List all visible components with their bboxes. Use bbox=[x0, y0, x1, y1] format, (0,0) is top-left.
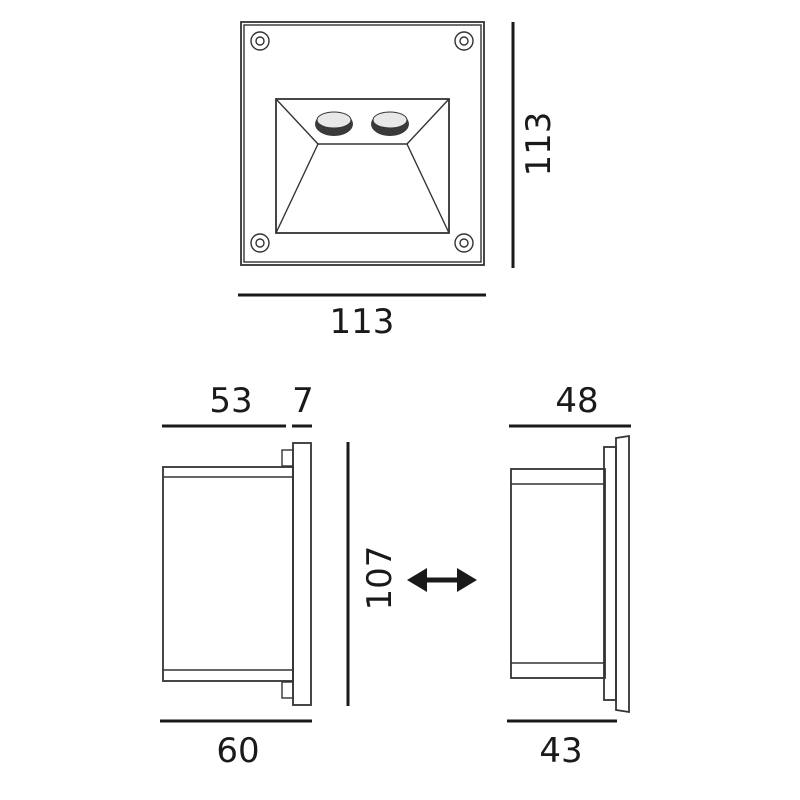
screw-icon bbox=[250, 31, 270, 51]
housing-body bbox=[162, 466, 294, 682]
alt-bottom-dimension-label: 43 bbox=[539, 731, 582, 771]
alt-flange-plate bbox=[615, 434, 630, 714]
alt-top-dimension-label: 48 bbox=[555, 381, 598, 421]
side-view: 53 7 107 60 bbox=[160, 381, 400, 771]
led-lens-icon bbox=[371, 111, 409, 136]
alt-housing-body bbox=[510, 468, 606, 679]
flange-plate bbox=[292, 442, 312, 706]
mounting-tab bbox=[281, 681, 294, 699]
body-depth-label: 53 bbox=[209, 381, 252, 421]
screw-icon bbox=[454, 233, 474, 253]
mounting-tab bbox=[281, 449, 294, 467]
screw-icon bbox=[454, 31, 474, 51]
led-lens-icon bbox=[315, 111, 353, 136]
side-bottom-dimension-label: 60 bbox=[216, 731, 259, 771]
height-dimension-label: 113 bbox=[519, 112, 559, 177]
double-arrow-icon bbox=[407, 568, 477, 592]
light-opening bbox=[275, 98, 450, 234]
front-plate-outer bbox=[240, 21, 485, 266]
front-plate-inner bbox=[243, 24, 482, 263]
side-height-dimension-label: 107 bbox=[360, 546, 400, 611]
front-view: 113 113 bbox=[238, 21, 559, 342]
flange-depth-label: 7 bbox=[292, 381, 314, 421]
width-dimension-label: 113 bbox=[330, 302, 395, 342]
screw-icon bbox=[250, 233, 270, 253]
alternate-side-view: 48 43 bbox=[507, 381, 631, 771]
